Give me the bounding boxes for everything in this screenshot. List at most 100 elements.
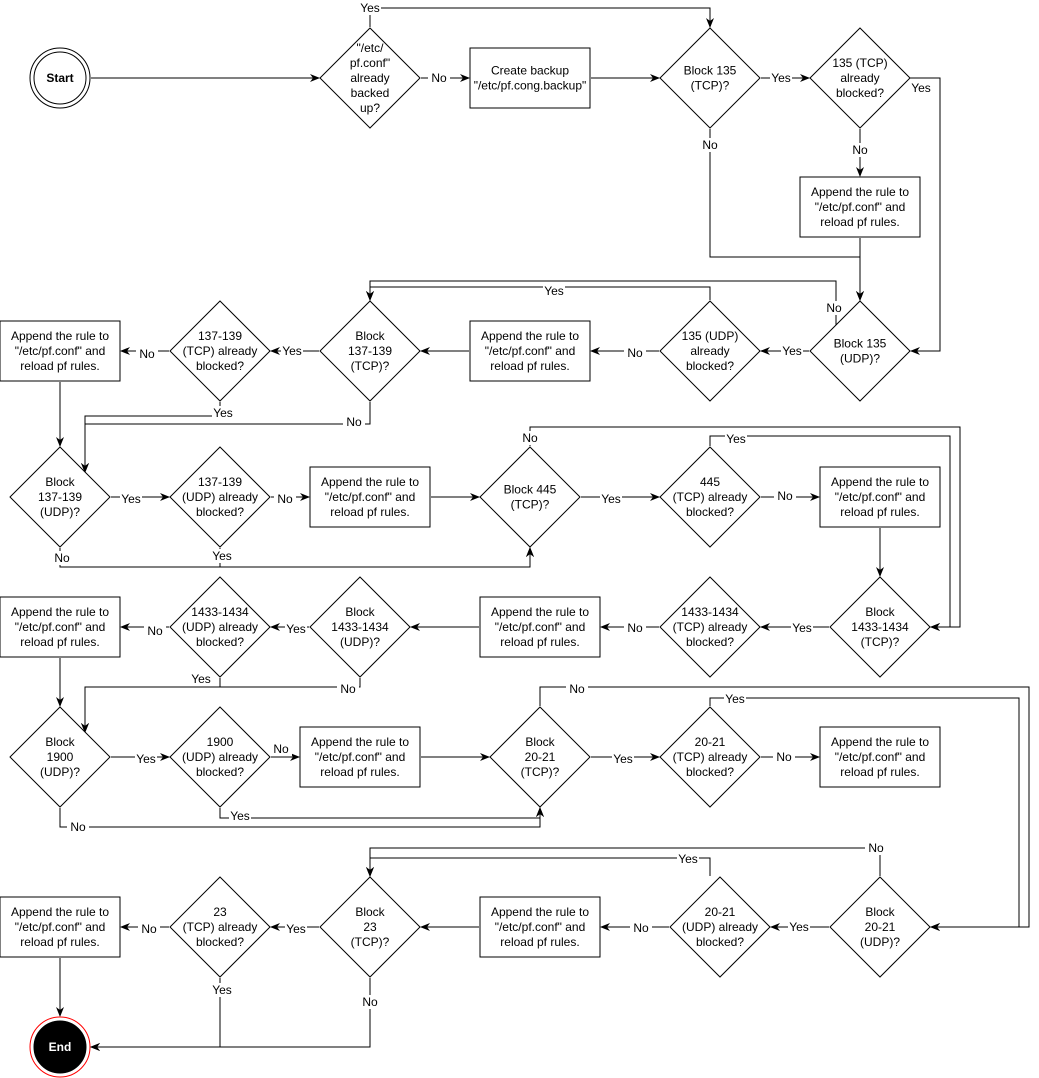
node-text-line: reload pf rules. <box>330 505 409 519</box>
node-text-line: (UDP)? <box>340 635 380 649</box>
node-text-line: 137-139 <box>198 475 242 489</box>
edge-label-yes: Yes <box>601 492 621 506</box>
node-text-line: already <box>350 71 389 85</box>
node-text-line: (UDP) already <box>182 620 258 634</box>
node-text-line: Block <box>45 735 75 749</box>
node-text-line: backed <box>351 86 390 100</box>
node-p_137udp: Append the rule to"/etc/pf.conf" andrelo… <box>309 466 431 528</box>
edge-label-no: No <box>633 921 649 935</box>
edge-label-bg <box>343 415 365 429</box>
node-text-line: already <box>690 344 729 358</box>
node-text-line: reload pf rules. <box>20 359 99 373</box>
node-text-line: "/etc/pf.conf" and <box>15 344 106 358</box>
process-box <box>479 596 601 658</box>
edge-label-bg <box>791 621 813 635</box>
decision-diamond <box>169 706 271 808</box>
node-text-line: "/etc/pf.conf" and <box>15 620 106 634</box>
edge-label-no: No <box>627 346 643 360</box>
edge-label-bg <box>910 81 932 95</box>
decision-diamond <box>829 876 931 978</box>
edge-label-no: No <box>776 750 792 764</box>
edge-label-no: No <box>777 489 793 503</box>
edge-label-bg <box>770 71 792 85</box>
decision-diamond <box>479 446 581 548</box>
edge-label-yes: Yes <box>792 621 812 635</box>
node-text-line: (TCP) already <box>673 620 748 634</box>
edge-d_1433udp_blk-to-d_b1900 <box>81 678 221 733</box>
edge-label-bg <box>212 406 234 420</box>
node-text-line: 1433-1434 <box>851 620 909 634</box>
node-text-line: (TCP) already <box>183 920 258 934</box>
edge-label-bg <box>359 1 381 15</box>
edge-d_1900_blk-to-d_b20tcp <box>219 807 544 819</box>
node-text-line: Start <box>46 71 73 85</box>
node-text-line: Append the rule to <box>491 605 589 619</box>
node-text-line: "/etc/pf.conf" and <box>485 344 576 358</box>
node-text-line: "/etc/pf.conf" and <box>495 920 586 934</box>
node-p_backup: Create backup"/etc/pf.cong.backup" <box>469 47 591 109</box>
edge-label-yes: Yes <box>544 284 564 298</box>
edge-label-bg <box>725 432 747 446</box>
edge-label-bg <box>699 138 721 152</box>
nodes-layer: Start"/etc/pf.conf"alreadybackedup?Creat… <box>0 27 941 1078</box>
node-text-line: End <box>49 1040 72 1054</box>
edge-label-no: No <box>54 551 70 565</box>
decision-diamond <box>669 876 771 978</box>
node-text-line: "/etc/pf.conf" and <box>315 750 406 764</box>
process-box <box>479 896 601 958</box>
node-text-line: 23 <box>213 905 227 919</box>
node-text-line: "/etc/pf.conf" and <box>815 200 906 214</box>
edge-label-bg <box>67 820 89 834</box>
edge-label-bg <box>774 489 796 503</box>
node-end: End <box>29 1016 91 1078</box>
node-text-line: Append the rule to <box>811 185 909 199</box>
node-text-line: (UDP) already <box>182 490 258 504</box>
decision-diamond <box>9 446 111 548</box>
node-text-line: blocked? <box>196 935 244 949</box>
node-p_1433udp: Append the rule to"/etc/pf.conf" andrelo… <box>0 596 121 658</box>
edge-label-yes: Yes <box>678 852 698 866</box>
decision-diamond <box>319 300 421 402</box>
node-text-line: pf.conf" <box>350 56 390 70</box>
node-text-line: already <box>840 71 879 85</box>
edge-label-bg <box>285 622 307 636</box>
node-start: Start <box>29 47 91 109</box>
edge-label-bg <box>823 301 845 315</box>
edge-label-bg <box>138 922 160 936</box>
node-text-line: "/etc/pf.cong.backup" <box>474 79 587 93</box>
node-text-line: blocked? <box>686 359 734 373</box>
edge-label-bg <box>337 682 359 696</box>
edge-label-yes: Yes <box>121 492 141 506</box>
edge-label-yes: Yes <box>212 983 232 997</box>
edge-label-bg <box>144 624 166 638</box>
edge-label-bg <box>51 551 73 565</box>
edge-label-bg <box>281 344 303 358</box>
edge-label-yes: Yes <box>771 71 791 85</box>
node-text-line: (UDP)? <box>40 765 80 779</box>
node-text-line: (TCP) already <box>183 344 258 358</box>
node-text-line: 1433-1434 <box>331 620 389 634</box>
node-text-line: Append the rule to <box>11 329 109 343</box>
node-text-line: Create backup <box>491 64 569 78</box>
node-p_20tcp: Append the rule to"/etc/pf.conf" andrelo… <box>819 726 941 788</box>
node-text-line: blocked? <box>196 635 244 649</box>
edge-d_137udp_blk-to-d_b445 <box>219 547 534 568</box>
edge-d_137tcp_blk-to-d_b137udp <box>81 402 221 473</box>
edge-label-yes: Yes <box>911 81 931 95</box>
edge-label-yes: Yes <box>212 549 232 563</box>
edge-label-bg <box>270 742 292 756</box>
decision-diamond <box>659 27 761 129</box>
node-text-line: Block 135 <box>684 64 737 78</box>
node-d_b445: Block 445(TCP)? <box>479 446 581 548</box>
